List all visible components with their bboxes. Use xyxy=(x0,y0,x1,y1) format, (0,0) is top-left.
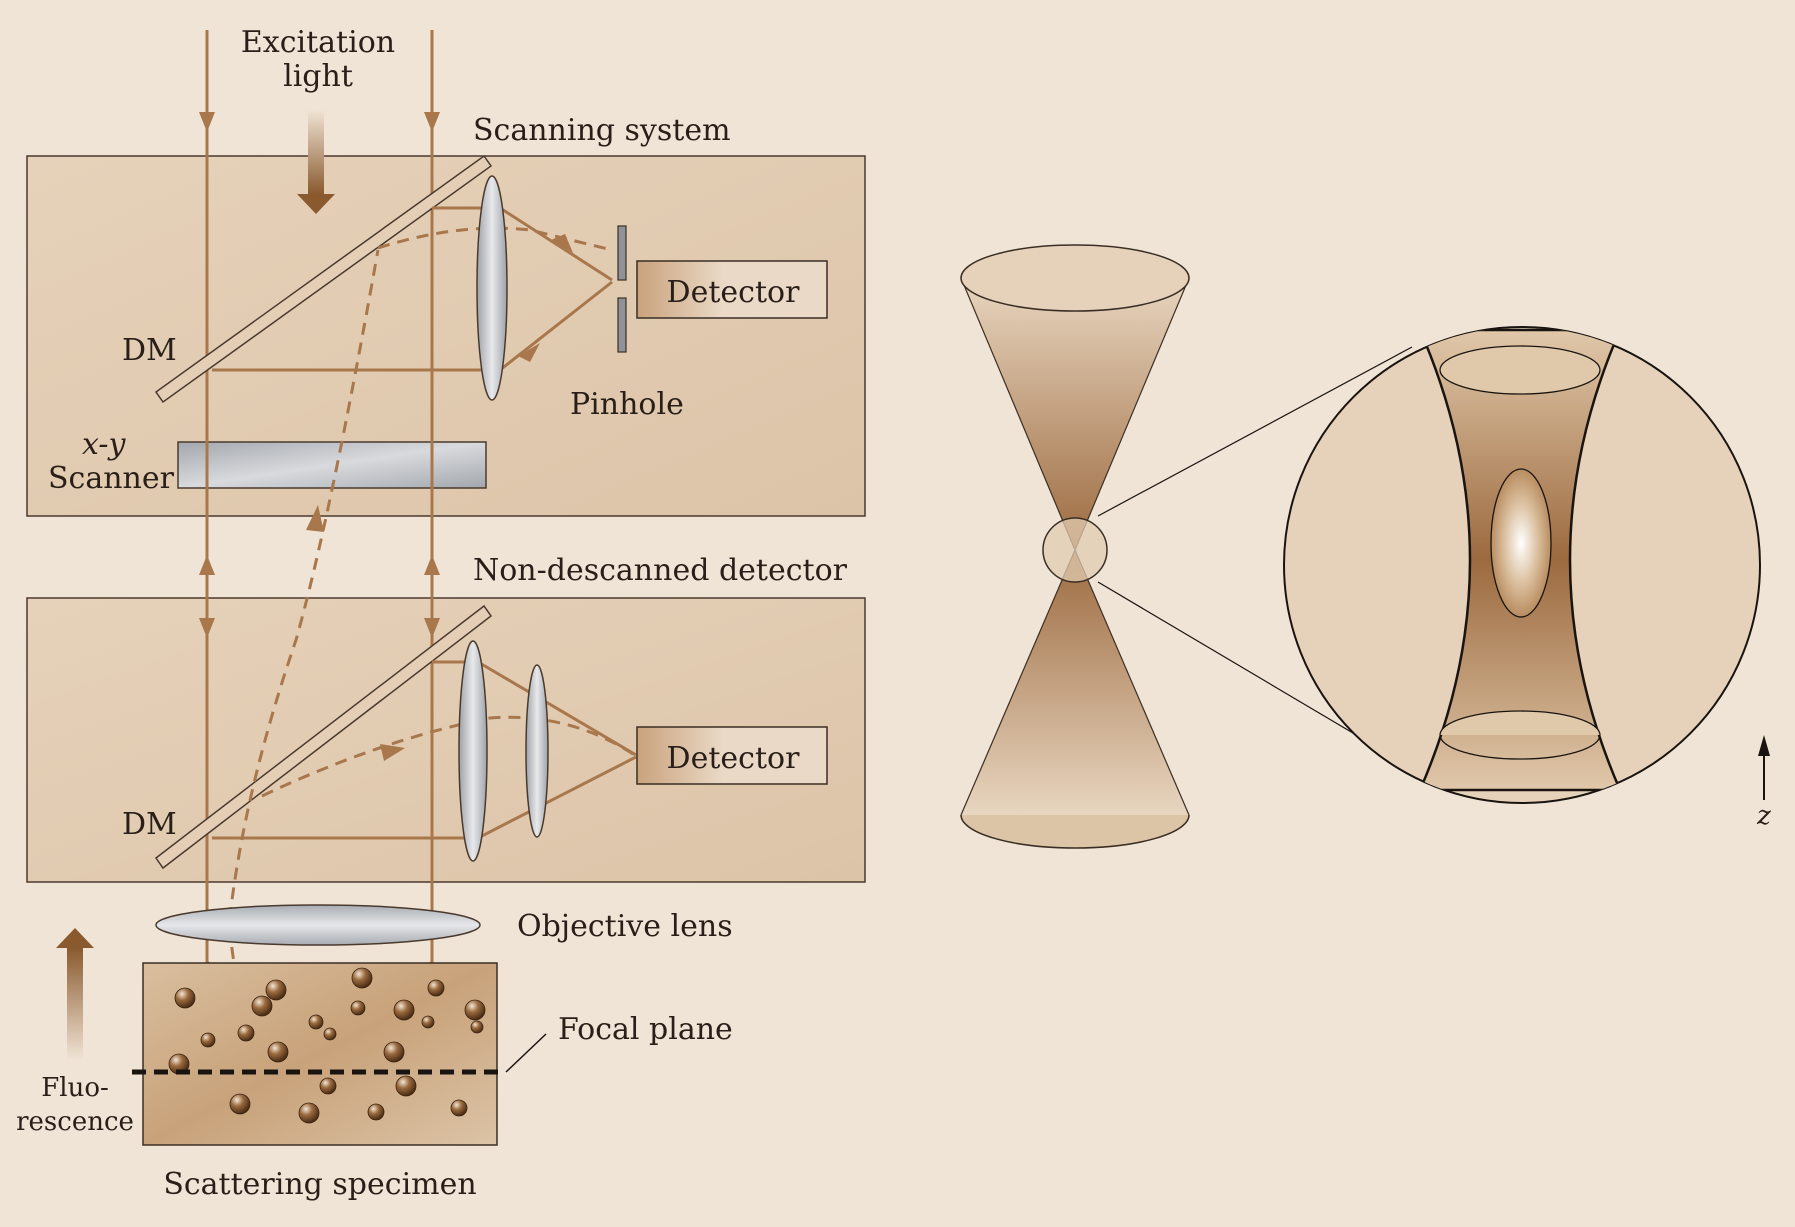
fluorescence-label-2: rescence xyxy=(16,1107,134,1137)
scattering-bead xyxy=(470,1020,484,1034)
scattering-bead xyxy=(265,979,287,1001)
beam-arrowheads xyxy=(199,112,440,638)
scattering-specimen-label: Scattering specimen xyxy=(163,1167,476,1202)
scattering-bead xyxy=(421,1015,435,1029)
focal-plane-label: Focal plane xyxy=(558,1012,733,1047)
detector-top-label: Detector xyxy=(667,275,801,310)
scattering-bead xyxy=(367,1103,385,1121)
tube-lens-top xyxy=(476,175,508,401)
xy-scanner xyxy=(177,441,487,489)
dichroic-mirror-top xyxy=(154,154,493,404)
pinhole-label: Pinhole xyxy=(570,387,684,422)
pinhole xyxy=(617,225,627,353)
scanner-label: Scanner xyxy=(48,461,175,496)
dm-bottom-label: DM xyxy=(122,807,177,842)
excitation-label-2: light xyxy=(283,59,353,94)
focus-region-circle xyxy=(1042,517,1108,583)
scattering-bead xyxy=(229,1093,251,1115)
scattering-bead xyxy=(251,995,273,1017)
scattered-light-top xyxy=(377,226,613,252)
scattered-arrow-bottom xyxy=(380,744,405,761)
scattering-bead xyxy=(298,1102,320,1124)
scattering-bead xyxy=(393,999,415,1021)
collection-lens-1 xyxy=(458,640,488,862)
scattering-bead xyxy=(323,1027,337,1041)
scattering-bead xyxy=(308,1014,324,1030)
scattered-light-bottom xyxy=(261,715,637,798)
scattering-bead xyxy=(319,1077,337,1095)
scattering-bead xyxy=(464,999,486,1021)
focal-cone xyxy=(960,244,1190,849)
zoomed-focal-volume xyxy=(1283,326,1761,804)
scattering-bead xyxy=(383,1041,405,1063)
scattering-bead xyxy=(427,979,445,997)
non-descanned-label: Non-descanned detector xyxy=(473,553,848,588)
scattering-bead xyxy=(450,1099,468,1117)
specimen-beads xyxy=(168,967,486,1124)
detector-bottom xyxy=(636,726,828,785)
scattering-bead xyxy=(174,987,196,1009)
descanned-arrows-top xyxy=(518,234,573,362)
focal-plane-leader xyxy=(505,1033,547,1073)
excitation-arrow xyxy=(297,110,335,214)
fluorescence-arrow xyxy=(56,928,94,1060)
objective-lens xyxy=(155,904,481,946)
scattering-bead xyxy=(350,1000,366,1016)
detector-top xyxy=(636,260,828,319)
fluorescence-label-1: Fluo- xyxy=(41,1073,109,1103)
xy-label: x-y xyxy=(82,427,127,462)
collection-lens-2 xyxy=(525,664,549,838)
dm-top-label: DM xyxy=(122,333,177,368)
dichroic-mirror-bottom xyxy=(154,604,493,870)
z-axis-arrow xyxy=(1758,735,1770,800)
scattering-bead xyxy=(200,1032,216,1048)
scattered-arrow-up xyxy=(306,505,324,532)
scattering-bead xyxy=(267,1041,289,1063)
scattering-bead xyxy=(237,1024,255,1042)
detector-bottom-label: Detector xyxy=(667,741,801,776)
objective-lens-label: Objective lens xyxy=(517,909,733,944)
z-axis-label: z xyxy=(1756,801,1771,831)
excitation-label-1: Excitation xyxy=(241,25,395,60)
scanning-system-label: Scanning system xyxy=(473,113,731,148)
excitation-beams xyxy=(205,30,434,965)
scattering-bead xyxy=(395,1075,417,1097)
focal-spot xyxy=(1490,468,1552,618)
scattering-bead xyxy=(351,967,373,989)
